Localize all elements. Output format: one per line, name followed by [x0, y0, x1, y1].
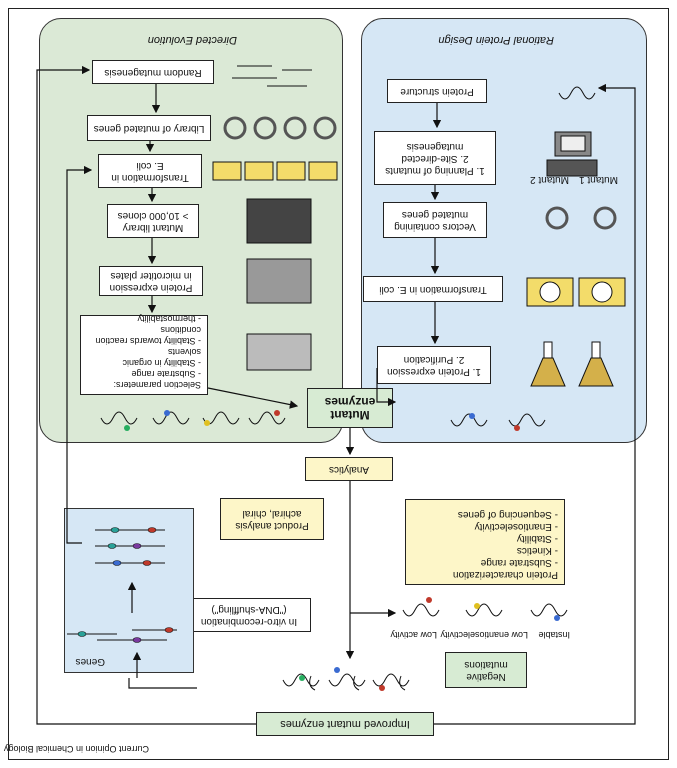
rational-transformation-box: Transformation in E. coli [363, 276, 503, 302]
figure-credit: Current Opinion in Chemical Biology [3, 744, 149, 754]
random-mutagenesis-box: Random mutagenesis [92, 60, 214, 84]
mutant-2-label: Mutant 2 [530, 174, 569, 185]
planning-mutants-box: 1. Planning of mutants 2. Site-directed … [374, 131, 496, 185]
recombination-box: In vitro-recombination("DNA-shuffling") [187, 598, 311, 632]
genes-label: Genes [75, 656, 105, 667]
neg-label-instable: Instable [538, 630, 570, 640]
improved-mutant-enzymes-box: Improved mutant enzymes [256, 712, 434, 736]
analytics-box: Analytics [305, 457, 393, 481]
genes-panel [64, 508, 194, 673]
directed-panel-title: Directed Evolution [147, 34, 237, 46]
neg-label-low-enantioselectivity: Low enantioselectivity [440, 630, 528, 640]
mutant-1-label: Mutant 1 [579, 174, 618, 185]
mutant-library-box: Mutant library> 10,000 clones [107, 204, 199, 238]
neg-label-low-activity: Low activity [390, 630, 437, 640]
protein-characterization-box: Protein characterization - Substrate ran… [405, 499, 565, 585]
rational-panel-title: Rational Protein Design [438, 34, 554, 46]
selection-parameters-box: Selection parameters: - Substrate range … [80, 314, 208, 395]
protein-structure-box: Protein structure [387, 79, 487, 103]
library-mutated-genes-box: Library of mutated genes [87, 115, 211, 141]
